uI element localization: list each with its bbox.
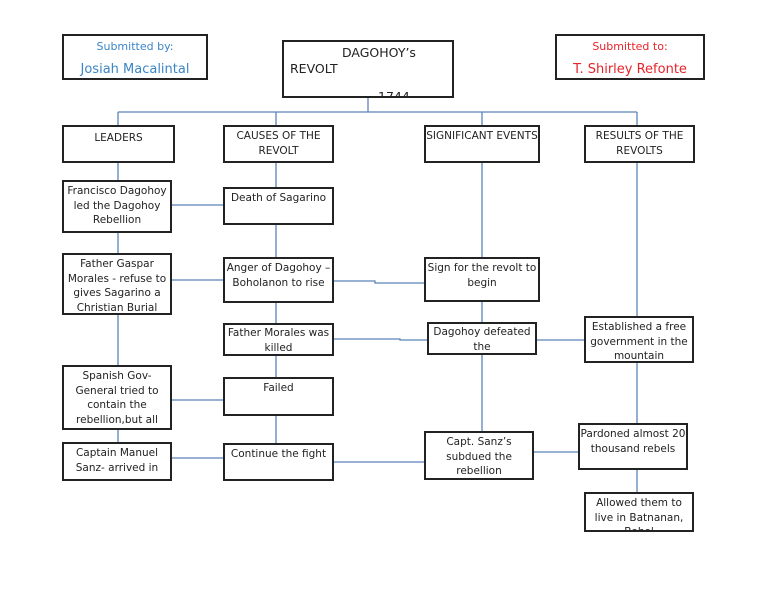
title-box: DAGOHOY’s REVOLT 1744 – 1829 <box>282 40 454 98</box>
cause-anger: Anger of Dagohoy – Boholanon to rise <box>223 257 334 303</box>
title-line-1: DAGOHOY’s <box>342 45 416 60</box>
header-leaders: LEADERS <box>62 125 175 163</box>
cause-continue: Continue the fight <box>223 443 334 481</box>
header-causes: CAUSES OF THE REVOLT <box>223 125 334 163</box>
leader-francisco: Francisco Dagohoy led the Dagohoy Rebell… <box>62 180 172 233</box>
cause-death: Death of Sagarino <box>223 187 334 225</box>
submitted-by-box: Submitted by: Josiah Macalintal <box>62 34 208 80</box>
leader-gov-general: Spanish Gov-General tried to contain the… <box>62 365 172 430</box>
connector <box>334 280 424 284</box>
event-subdued: Capt. Sanz’s subdued the rebellion <box>424 431 534 480</box>
submitted-to-box: Submitted to: T. Shirley Refonte <box>555 34 705 80</box>
event-defeated: Dagohoy defeated the <box>427 322 537 355</box>
title-line-2: REVOLT <box>290 61 338 76</box>
submitted-to-label: Submitted to: <box>592 40 668 53</box>
header-results: RESULTS OF THE REVOLTS <box>584 125 695 163</box>
cause-morales-killed: Father Morales was killed <box>223 323 334 356</box>
result-government: Established a free government in the mou… <box>584 316 694 363</box>
connector <box>334 338 427 341</box>
submitted-by-label: Submitted by: <box>96 40 174 53</box>
event-sign: Sign for the revolt to begin <box>424 257 540 302</box>
leader-sanz: Captain Manuel Sanz- arrived in <box>62 442 172 481</box>
submitted-by-name: Josiah Macalintal <box>80 61 190 77</box>
result-pardoned: Pardoned almost 20 thousand rebels <box>578 423 688 470</box>
submitted-to-name: T. Shirley Refonte <box>573 61 687 77</box>
cause-failed: Failed <box>223 377 334 416</box>
title-years: 1744 – 1829 <box>378 89 421 98</box>
result-batnanan: Allowed them to live in Batnanan, Bohol <box>584 492 694 532</box>
leader-gaspar: Father Gaspar Morales - refuse to gives … <box>62 253 172 315</box>
header-events: SIGNIFICANT EVENTS <box>424 125 540 163</box>
